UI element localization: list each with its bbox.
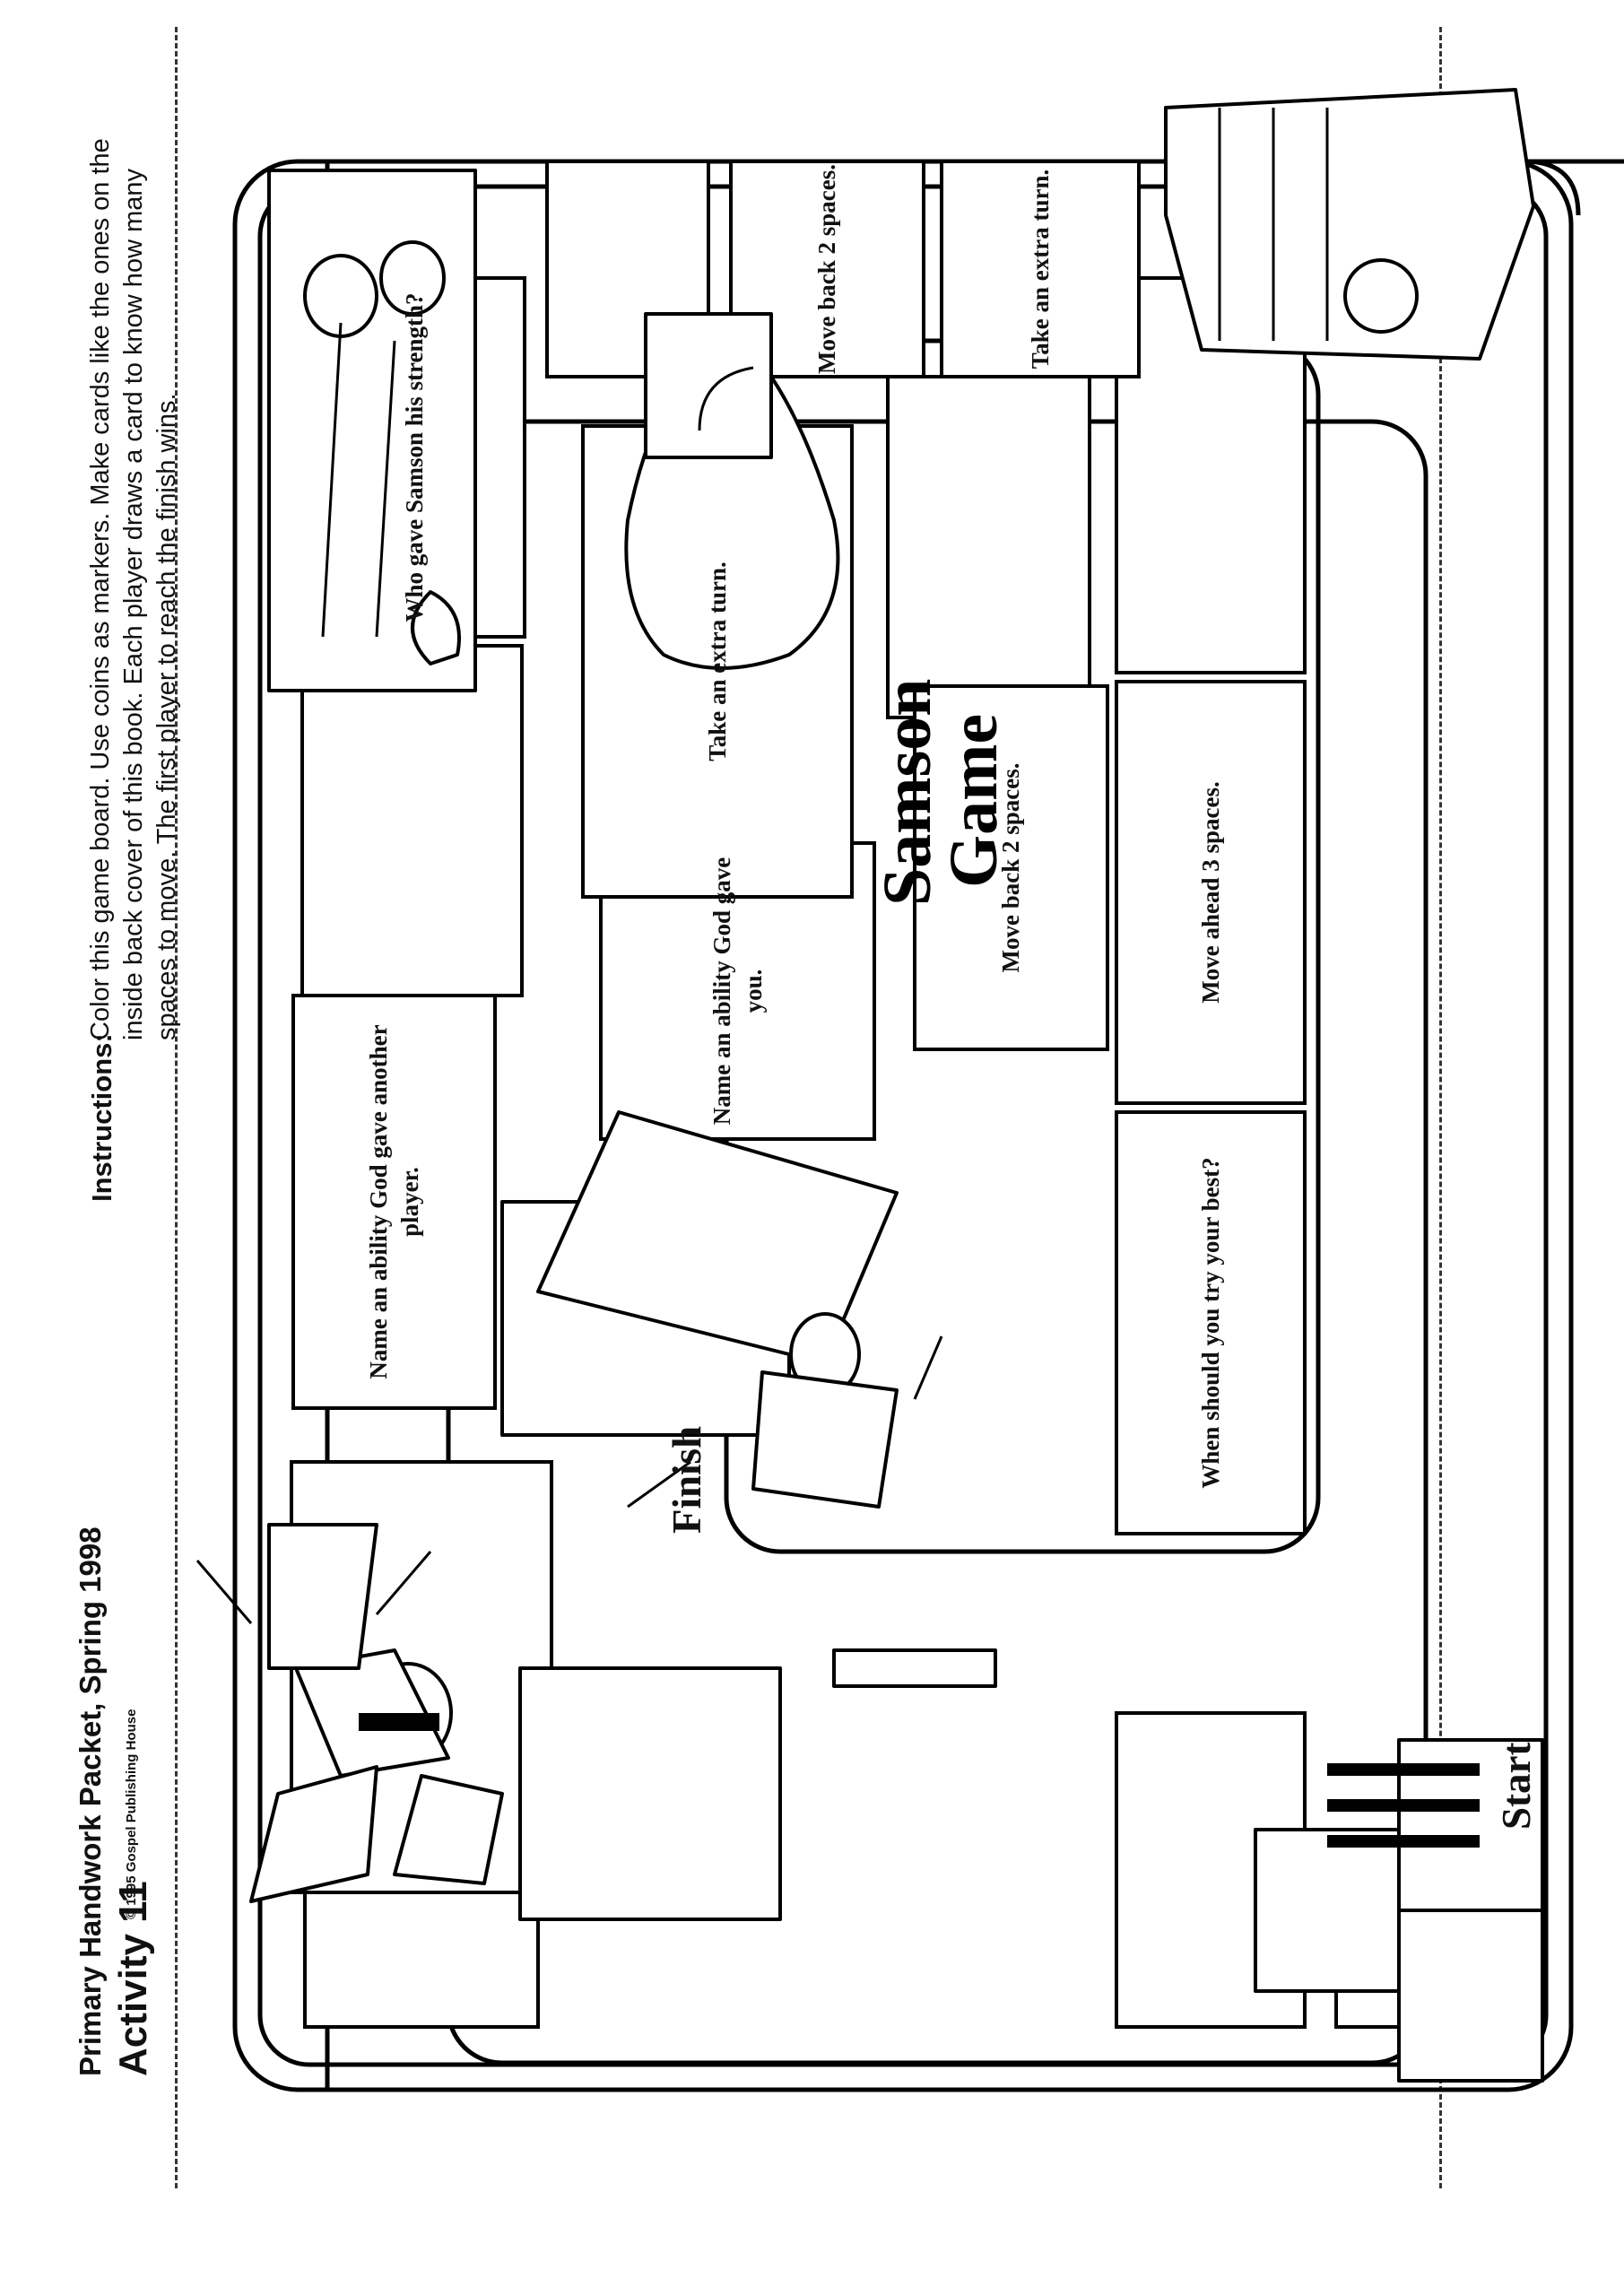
prison-illustration — [1254, 1738, 1544, 2083]
text-move-back-inner: Move back 2 spaces. — [997, 762, 1024, 973]
space-move-back-inner[interactable] — [913, 684, 1109, 1051]
text-extra-turn-right: Take an extra turn. — [703, 561, 731, 761]
space-when-best[interactable] — [1115, 1110, 1307, 1535]
space-move-ahead[interactable] — [1115, 680, 1307, 1105]
delilah-illustration — [267, 169, 477, 692]
start-label: Start — [1494, 1742, 1539, 1830]
space-move-back-top[interactable] — [729, 160, 925, 378]
text-when-best: When should you try your best? — [1196, 1157, 1224, 1489]
space-bottom-4[interactable] — [300, 644, 524, 997]
samson-start-figure — [195, 1523, 504, 1903]
text-move-back-top: Move back 2 spaces. — [813, 164, 840, 374]
text-extra-turn-top: Take an extra turn. — [1026, 169, 1054, 370]
text-move-ahead: Move ahead 3 spaces. — [1196, 781, 1224, 1004]
text-who-gave: Who gave Samson his strength? — [401, 292, 428, 622]
finish-label: Finish — [664, 1425, 709, 1534]
samson-pillars-figure — [500, 1110, 997, 1921]
space-bottom-1[interactable] — [303, 1891, 540, 2029]
samson-mill-illustration — [1164, 88, 1535, 361]
water-jar-illustration — [624, 312, 840, 670]
text-ability-other: Name an ability God gave another player. — [364, 1024, 423, 1379]
